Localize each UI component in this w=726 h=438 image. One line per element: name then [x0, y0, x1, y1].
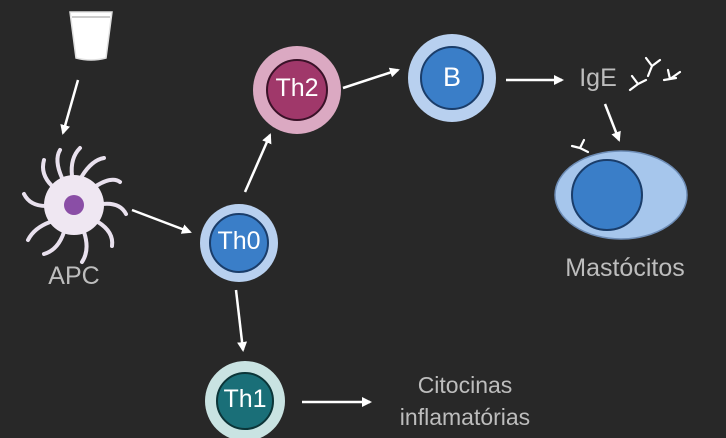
- arrow-apc-to-th0: [131, 208, 192, 234]
- th0-label: Th0: [217, 227, 261, 255]
- arrow-th2-to-b: [342, 67, 400, 90]
- ige-label: IgE: [579, 64, 617, 92]
- th1-cell: [205, 361, 285, 438]
- arrow-th0-to-th2: [243, 133, 272, 193]
- th2-cell: [253, 46, 341, 134]
- mast-cell-icon: [554, 150, 688, 240]
- mastocitos-label: Mastócitos: [565, 254, 685, 282]
- citocinas-label-line2: inflamatórias: [399, 404, 531, 430]
- apc-nucleus: [64, 195, 84, 215]
- th2-label: Th2: [275, 74, 319, 102]
- th0-cell: [200, 204, 278, 282]
- glass-of-milk-icon: [69, 11, 113, 61]
- arrow-milk-to-apc: [60, 79, 80, 135]
- apc-cell-icon: [22, 146, 128, 264]
- th1-label: Th1: [223, 385, 267, 413]
- arrow-ige-to-mastocitos: [603, 103, 621, 142]
- citocinas-label-line1: Citocinas: [417, 372, 513, 398]
- arrow-th0-to-th1: [234, 289, 248, 352]
- antibody-y-icon: [570, 56, 682, 154]
- b-label: B: [442, 62, 461, 92]
- b-cell: [408, 34, 496, 122]
- apc-label: APC: [48, 262, 100, 290]
